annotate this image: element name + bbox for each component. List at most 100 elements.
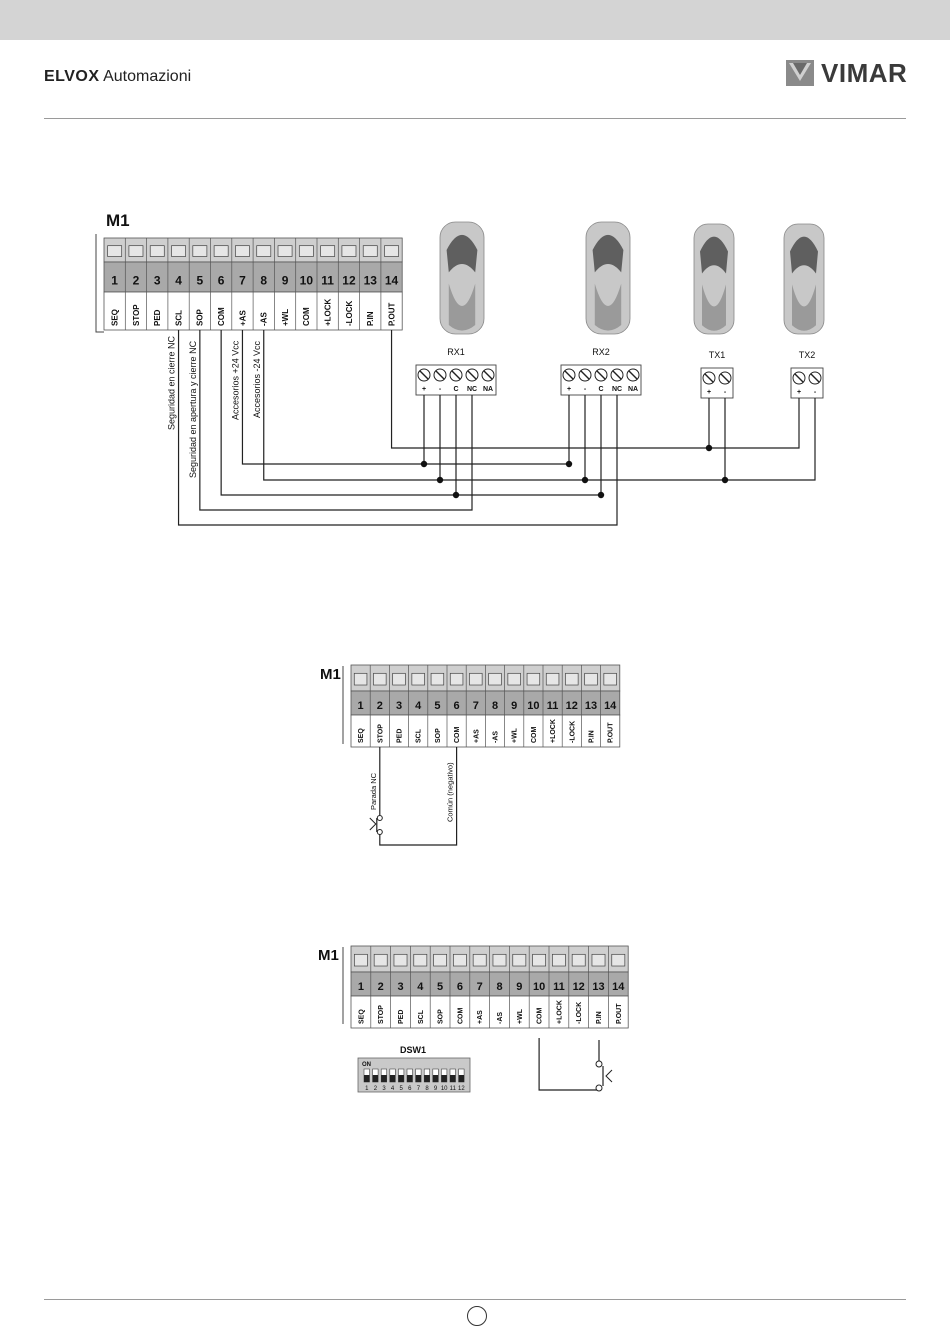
wire	[199, 330, 473, 511]
terminal-number-6: 6	[218, 274, 225, 288]
terminal-number-13: 13	[364, 274, 378, 288]
terminal-number-4: 4	[415, 700, 422, 712]
terminal-label-sop: SOP	[435, 728, 442, 743]
diagram-stop-button: M11SEQ2STOP3PED4SCL5SOP6COM7+AS8-AS9+WL1…	[320, 664, 621, 846]
terminal-label-lock: +LOCK	[556, 1000, 563, 1024]
dip-number-7: 7	[417, 1086, 421, 1092]
device-screw-slot	[451, 370, 461, 380]
terminal-screw	[526, 672, 541, 686]
terminal-screw	[430, 672, 445, 686]
terminal-label-com: COM	[454, 727, 461, 744]
wire-label-comun: Común (negativo)	[446, 762, 455, 822]
terminal-screw	[128, 245, 144, 257]
device-pin-label: -	[584, 386, 587, 393]
terminal-screw	[545, 672, 560, 686]
terminal-screw	[453, 953, 467, 967]
sensor-shade	[702, 284, 726, 331]
device-screw-slot	[628, 370, 638, 380]
board-label-m1: M1	[106, 211, 130, 230]
sensor-lens	[700, 236, 728, 274]
sensor-lens	[790, 236, 818, 274]
dip-knob	[441, 1075, 447, 1082]
dip-knob	[450, 1075, 456, 1082]
terminal-number-3: 3	[396, 700, 402, 712]
terminal-label-stop: STOP	[378, 1005, 385, 1024]
terminal-number-8: 8	[496, 981, 502, 993]
wire-label-0: Seguridad en cierre NC	[167, 335, 177, 430]
junction-dot	[452, 491, 460, 499]
terminal-screw	[413, 953, 428, 967]
junction-dot	[565, 460, 573, 468]
terminal-label-lock: -LOCK	[576, 1002, 583, 1024]
terminal-block: 1SEQ2STOP3PED4SCL5SOP6COM7+AS8-AS9+WL10C…	[350, 664, 621, 748]
terminal-number-3: 3	[397, 981, 403, 993]
device-screw-slot	[435, 370, 445, 380]
junction-dot	[705, 444, 713, 452]
terminal-label-com: COM	[537, 1008, 544, 1025]
wire	[241, 330, 570, 465]
terminal-screw	[354, 953, 368, 967]
terminal-label-seq: SEQ	[358, 728, 365, 743]
terminal-label-stop: STOP	[377, 724, 384, 743]
dip-number-2: 2	[374, 1086, 378, 1092]
terminal-label-com: COM	[457, 1008, 464, 1025]
terminal-label-pout: P.OUT	[387, 302, 396, 326]
terminal-label-as: +AS	[477, 1010, 484, 1024]
terminal-block: 1SEQ2STOP3PED4SCL5SOP6COM7+AS8-AS9+WL10C…	[350, 945, 629, 1029]
board-label-m1: M1	[318, 947, 339, 964]
terminal-number-14: 14	[604, 700, 617, 712]
photocell-sensor	[693, 223, 735, 335]
terminal-screw	[571, 953, 586, 967]
terminal-number-2: 2	[133, 274, 140, 288]
terminal-number-10: 10	[300, 274, 314, 288]
terminal-label-sop: SOP	[438, 1009, 445, 1024]
wire	[379, 747, 458, 846]
terminal-number-12: 12	[573, 981, 585, 993]
dip-knob	[424, 1075, 430, 1082]
terminal-screw	[449, 672, 464, 686]
terminal-label-lock: -LOCK	[569, 721, 576, 743]
terminal-number-7: 7	[239, 274, 246, 288]
device-pin-label: +	[707, 389, 711, 396]
terminal-screw	[591, 953, 606, 967]
device-pin-label: +	[567, 386, 571, 393]
terminal-number-11: 11	[321, 274, 334, 288]
junction-dot	[581, 476, 589, 484]
terminal-label-lock: +LOCK	[323, 298, 332, 326]
dip-knob	[432, 1075, 439, 1082]
switch-contact	[376, 815, 383, 821]
board-frame	[95, 234, 104, 333]
terminal-screw	[384, 245, 399, 257]
terminal-screw	[433, 953, 447, 967]
dip-number-9: 9	[434, 1086, 438, 1092]
terminal-label-as: +AS	[473, 729, 480, 743]
dip-knob	[389, 1075, 396, 1082]
device-pin-label: C	[598, 386, 603, 393]
photocell-sensor	[585, 221, 631, 335]
junction-dot	[597, 491, 605, 499]
wire	[220, 330, 602, 496]
device-pin-label: +	[422, 386, 426, 393]
device-pin-label: NA	[628, 386, 638, 393]
dip-knob	[407, 1075, 413, 1082]
terminal-screw	[213, 245, 229, 257]
brand-header: ELVOX Automazioni	[44, 68, 192, 85]
terminal-number-7: 7	[477, 981, 483, 993]
terminal-number-7: 7	[473, 700, 479, 712]
page-number-circle	[467, 1306, 487, 1326]
terminal-number-5: 5	[197, 274, 204, 288]
sensor-shade	[448, 283, 476, 331]
dip-knob	[381, 1075, 387, 1082]
terminal-number-5: 5	[434, 700, 440, 712]
wire	[390, 330, 710, 449]
dip-on-label: ON	[362, 1062, 371, 1068]
vimar-logo: VIMAR	[785, 58, 907, 88]
terminal-number-8: 8	[260, 274, 267, 288]
terminal-screw	[373, 953, 388, 967]
terminal-number-6: 6	[457, 981, 463, 993]
junction-dot	[721, 476, 729, 484]
terminal-number-6: 6	[454, 700, 460, 712]
terminal-label-ped: PED	[396, 729, 403, 743]
